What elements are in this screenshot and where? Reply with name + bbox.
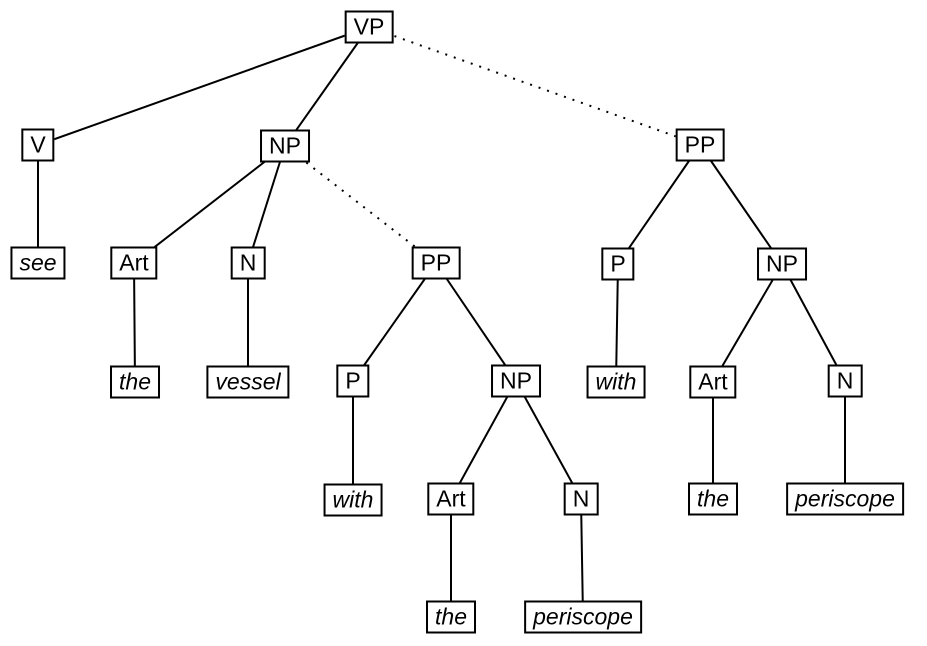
tree-node-n-3: N bbox=[827, 364, 863, 398]
tree-node-v: V bbox=[21, 128, 55, 162]
tree-edge-np-right-n-3 bbox=[781, 263, 846, 382]
tree-edge-vp-np-mid bbox=[284, 26, 370, 147]
tree-edge-pp-mid-p-mid bbox=[352, 262, 437, 382]
tree-node-np-mid-low: NP bbox=[491, 364, 541, 398]
tree-edge-np-right-art-3 bbox=[712, 263, 783, 383]
tree-edge-p-right-with-right bbox=[615, 263, 619, 383]
tree-node-np-right: NP bbox=[757, 247, 807, 281]
tree-edge-art-1-the-1 bbox=[133, 262, 136, 383]
tree-edge-vp-v bbox=[37, 26, 370, 146]
tree-node-with-right: with bbox=[586, 365, 646, 399]
tree-node-art-1: Art bbox=[110, 246, 158, 280]
tree-edge-np-mid-n-1 bbox=[247, 145, 286, 264]
tree-edge-n-2-periscope-1 bbox=[580, 498, 584, 618]
tree-node-np-mid: NP bbox=[260, 129, 310, 163]
tree-node-the-2: the bbox=[426, 600, 476, 634]
tree-edge-vp-pp-right-dotted bbox=[368, 26, 701, 146]
tree-node-vp: VP bbox=[344, 10, 394, 44]
tree-edge-np-mid-low-n-2 bbox=[515, 380, 582, 500]
tree-edge-np-mid-low-art-2 bbox=[450, 380, 517, 500]
tree-node-with-mid: with bbox=[323, 483, 383, 517]
tree-node-the-1: the bbox=[110, 365, 160, 399]
tree-node-n-1: N bbox=[230, 246, 266, 280]
tree-node-p-right: P bbox=[601, 247, 635, 281]
tree-edge-np-mid-pp-mid-dotted bbox=[284, 145, 437, 264]
tree-node-p-mid: P bbox=[336, 364, 370, 398]
tree-node-n-2: N bbox=[563, 482, 599, 516]
tree-edge-pp-right-p-right bbox=[617, 144, 701, 265]
tree-node-art-2: Art bbox=[427, 482, 475, 516]
tree-node-vessel: vessel bbox=[206, 365, 290, 399]
tree-edge-pp-mid-np-mid-low bbox=[435, 262, 517, 382]
tree-node-pp-mid: PP bbox=[411, 246, 461, 280]
tree-node-see: see bbox=[10, 246, 66, 280]
tree-edge-np-mid-art-1 bbox=[133, 145, 286, 264]
tree-node-the-3: the bbox=[688, 482, 738, 516]
tree-node-pp-right: PP bbox=[675, 128, 725, 162]
tree-node-periscope-1: periscope bbox=[524, 600, 642, 634]
tree-node-periscope-2: periscope bbox=[786, 482, 904, 516]
tree-edge-pp-right-np-right bbox=[699, 144, 783, 265]
tree-node-art-3: Art bbox=[689, 365, 737, 399]
